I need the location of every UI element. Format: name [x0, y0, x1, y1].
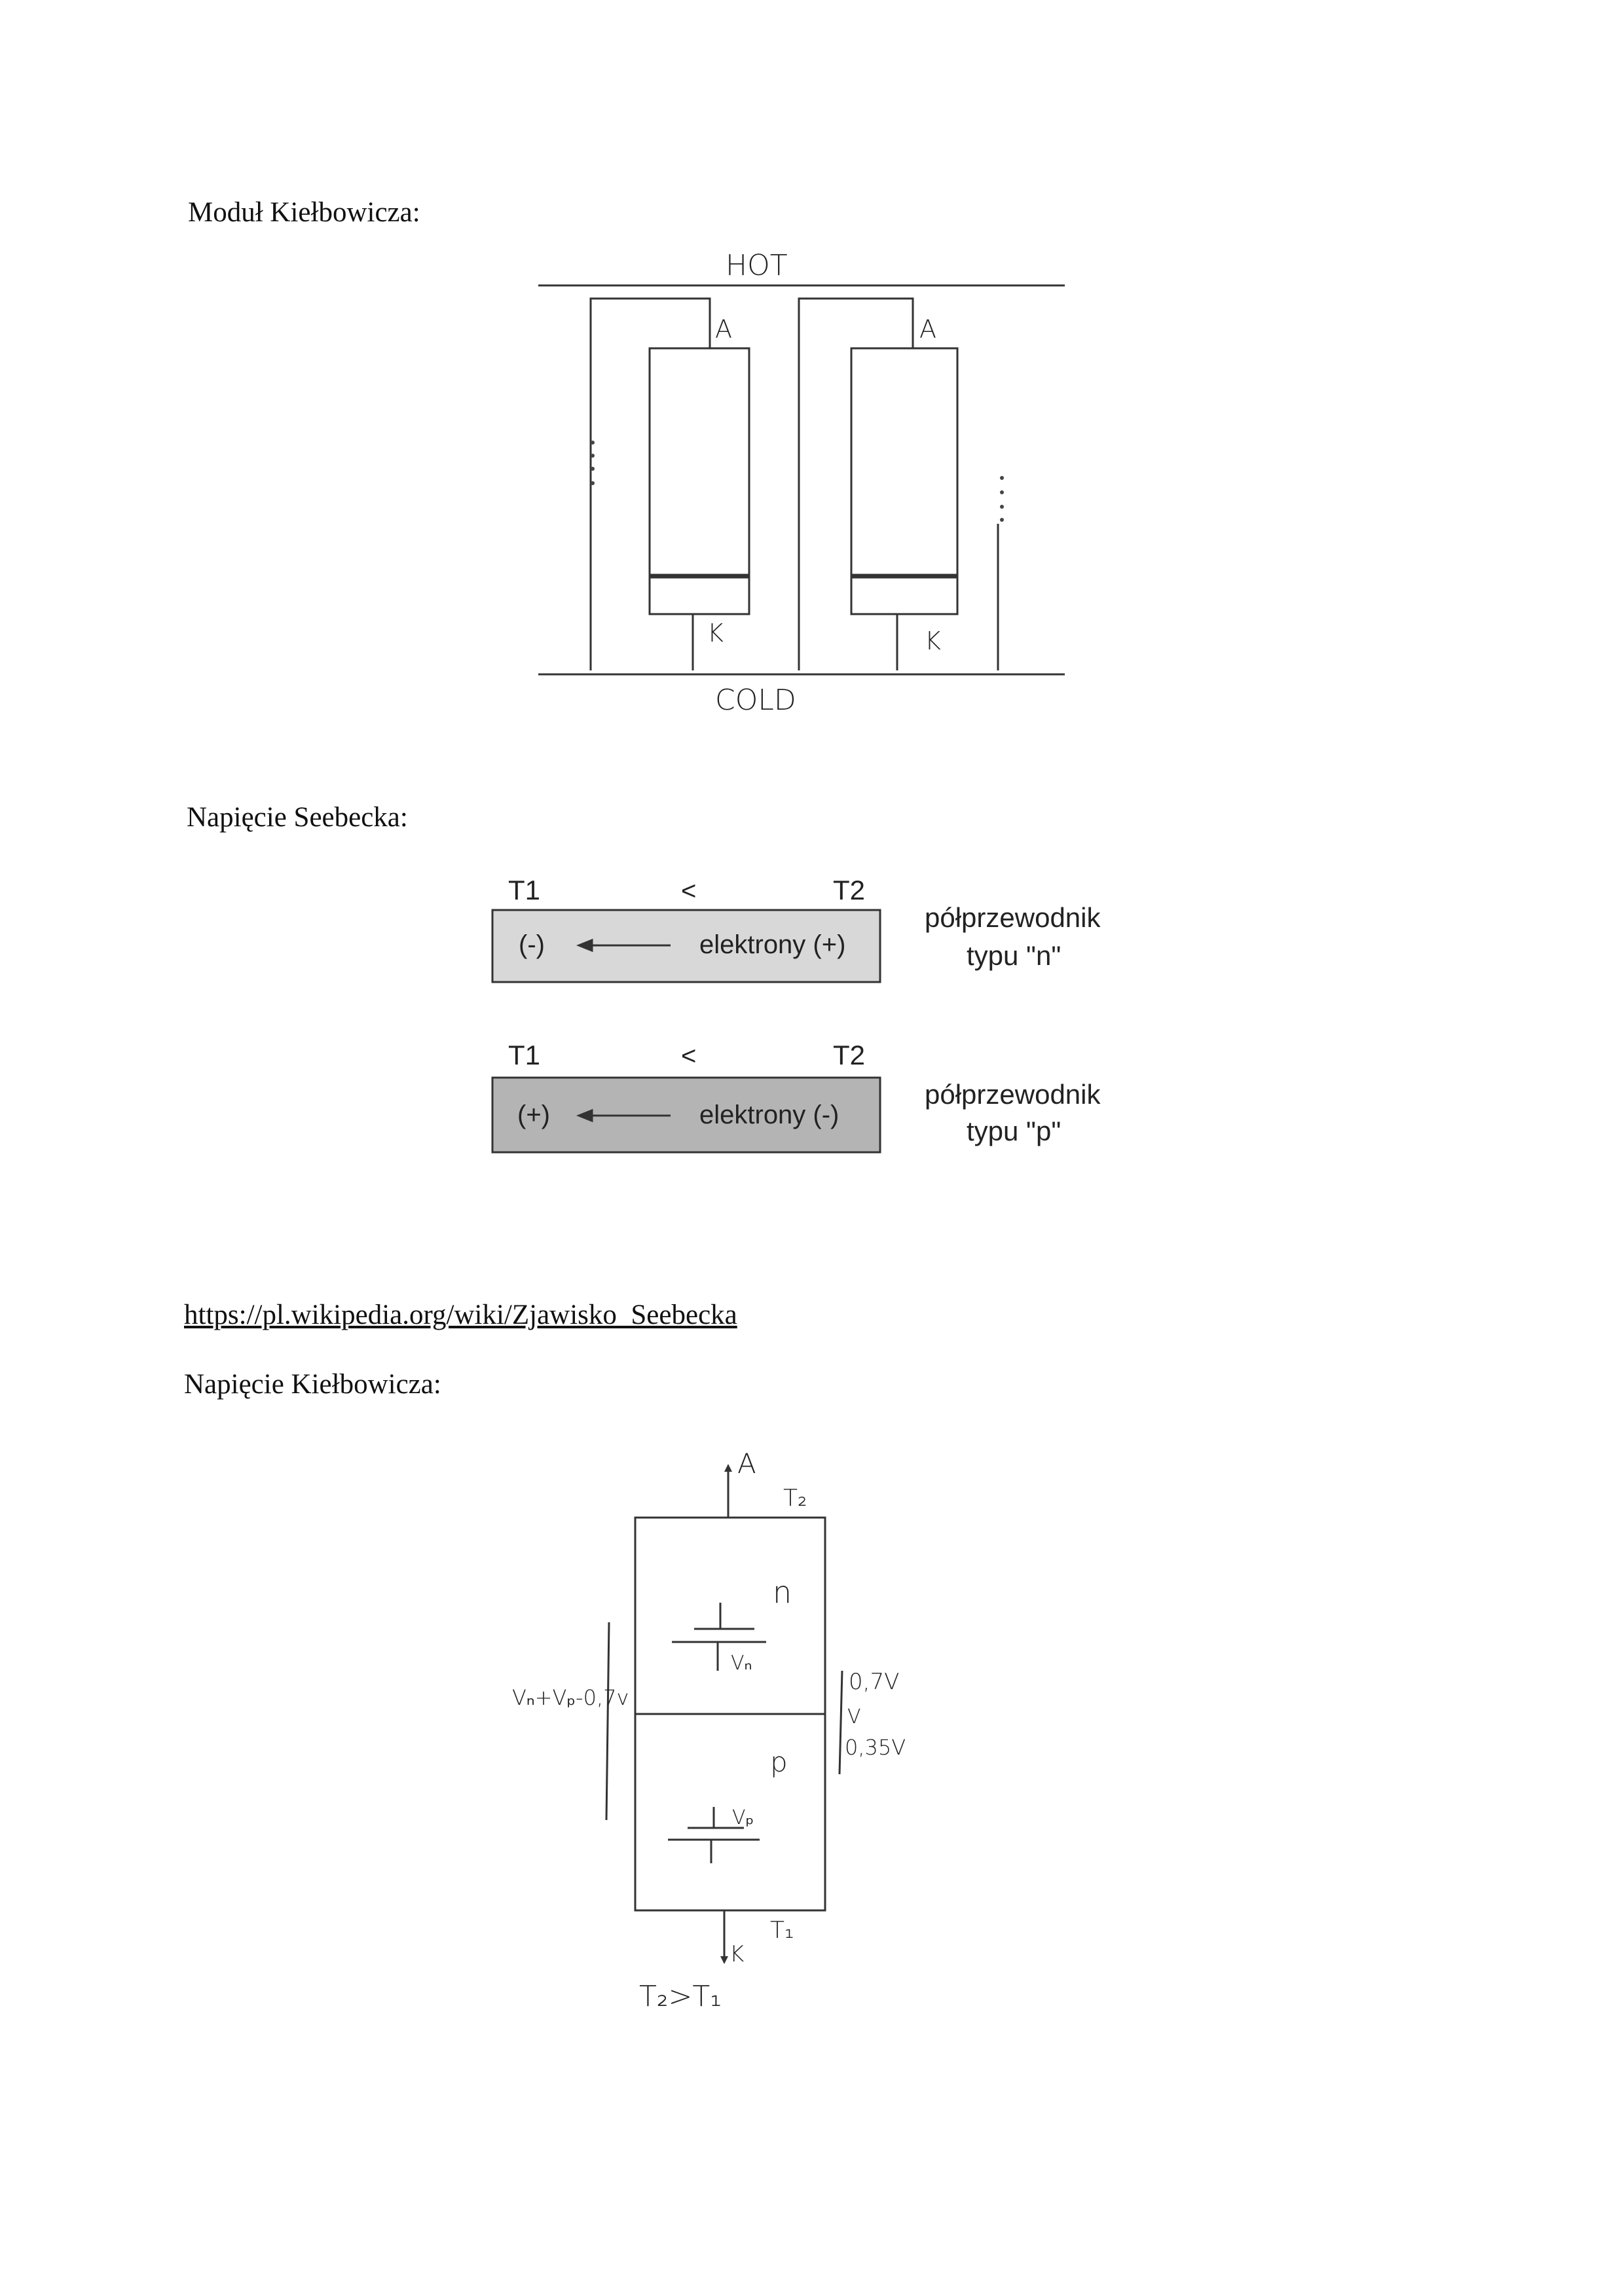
n-desc-2: typu "n"	[967, 940, 1061, 971]
p-t2: T2	[833, 1040, 865, 1070]
p-left: (+)	[517, 1101, 550, 1129]
vp-label: Vₚ	[732, 1806, 754, 1829]
p-semiconductor-bar	[491, 1076, 881, 1154]
p-t1: T1	[508, 1040, 540, 1070]
n-left: (-)	[519, 930, 545, 959]
v07-label: 0,7V	[849, 1669, 899, 1695]
n-right: elektrony (+)	[699, 930, 845, 959]
n-arrow	[576, 938, 671, 953]
p-right: elektrony (-)	[699, 1101, 839, 1129]
p-region-label: p	[770, 1746, 788, 1778]
p-arrow	[576, 1108, 671, 1123]
cathode-label: K	[729, 1941, 744, 1967]
p-lt: <	[681, 1042, 696, 1070]
temperature-condition: T₂>T₁	[639, 1980, 722, 2013]
cathode-right-label: K	[925, 627, 941, 655]
diode-left	[648, 347, 750, 615]
vn-label: Vₙ	[731, 1652, 752, 1675]
n-semiconductor-bar	[491, 909, 881, 983]
wikipedia-link[interactable]: https://pl.wikipedia.org/wiki/Zjawisko_S…	[184, 1300, 737, 1330]
t1-bottom-label: T₁	[770, 1917, 794, 1944]
t2-top-label: T₂	[783, 1485, 807, 1512]
cold-label: COLD	[715, 683, 796, 717]
n-t1: T1	[508, 875, 540, 905]
v-label: V	[847, 1705, 861, 1728]
seebeck-heading: Napięcie Seebecka:	[187, 802, 408, 833]
kielbowicz-heading: Napięcie Kiełbowicza:	[184, 1369, 441, 1400]
anode-left-label: A	[715, 315, 732, 344]
hot-label: HOT	[726, 249, 788, 282]
v035-label: 0,35V	[845, 1735, 906, 1760]
n-desc-1: półprzewodnik	[925, 902, 1101, 933]
p-desc-1: półprzewodnik	[925, 1079, 1101, 1110]
n-t2: T2	[833, 875, 865, 905]
n-lt: <	[681, 877, 696, 905]
sum-voltage-label: Vₙ+Vₚ-0,7v	[512, 1685, 629, 1710]
diode-right	[850, 347, 959, 615]
module-heading: Moduł Kiełbowicza:	[188, 197, 420, 228]
cathode-left-label: K	[707, 619, 724, 647]
n-region-label: n	[773, 1575, 792, 1610]
anode-label: A	[737, 1448, 756, 1480]
anode-right-label: A	[919, 315, 936, 344]
p-desc-2: typu "p"	[967, 1116, 1061, 1146]
